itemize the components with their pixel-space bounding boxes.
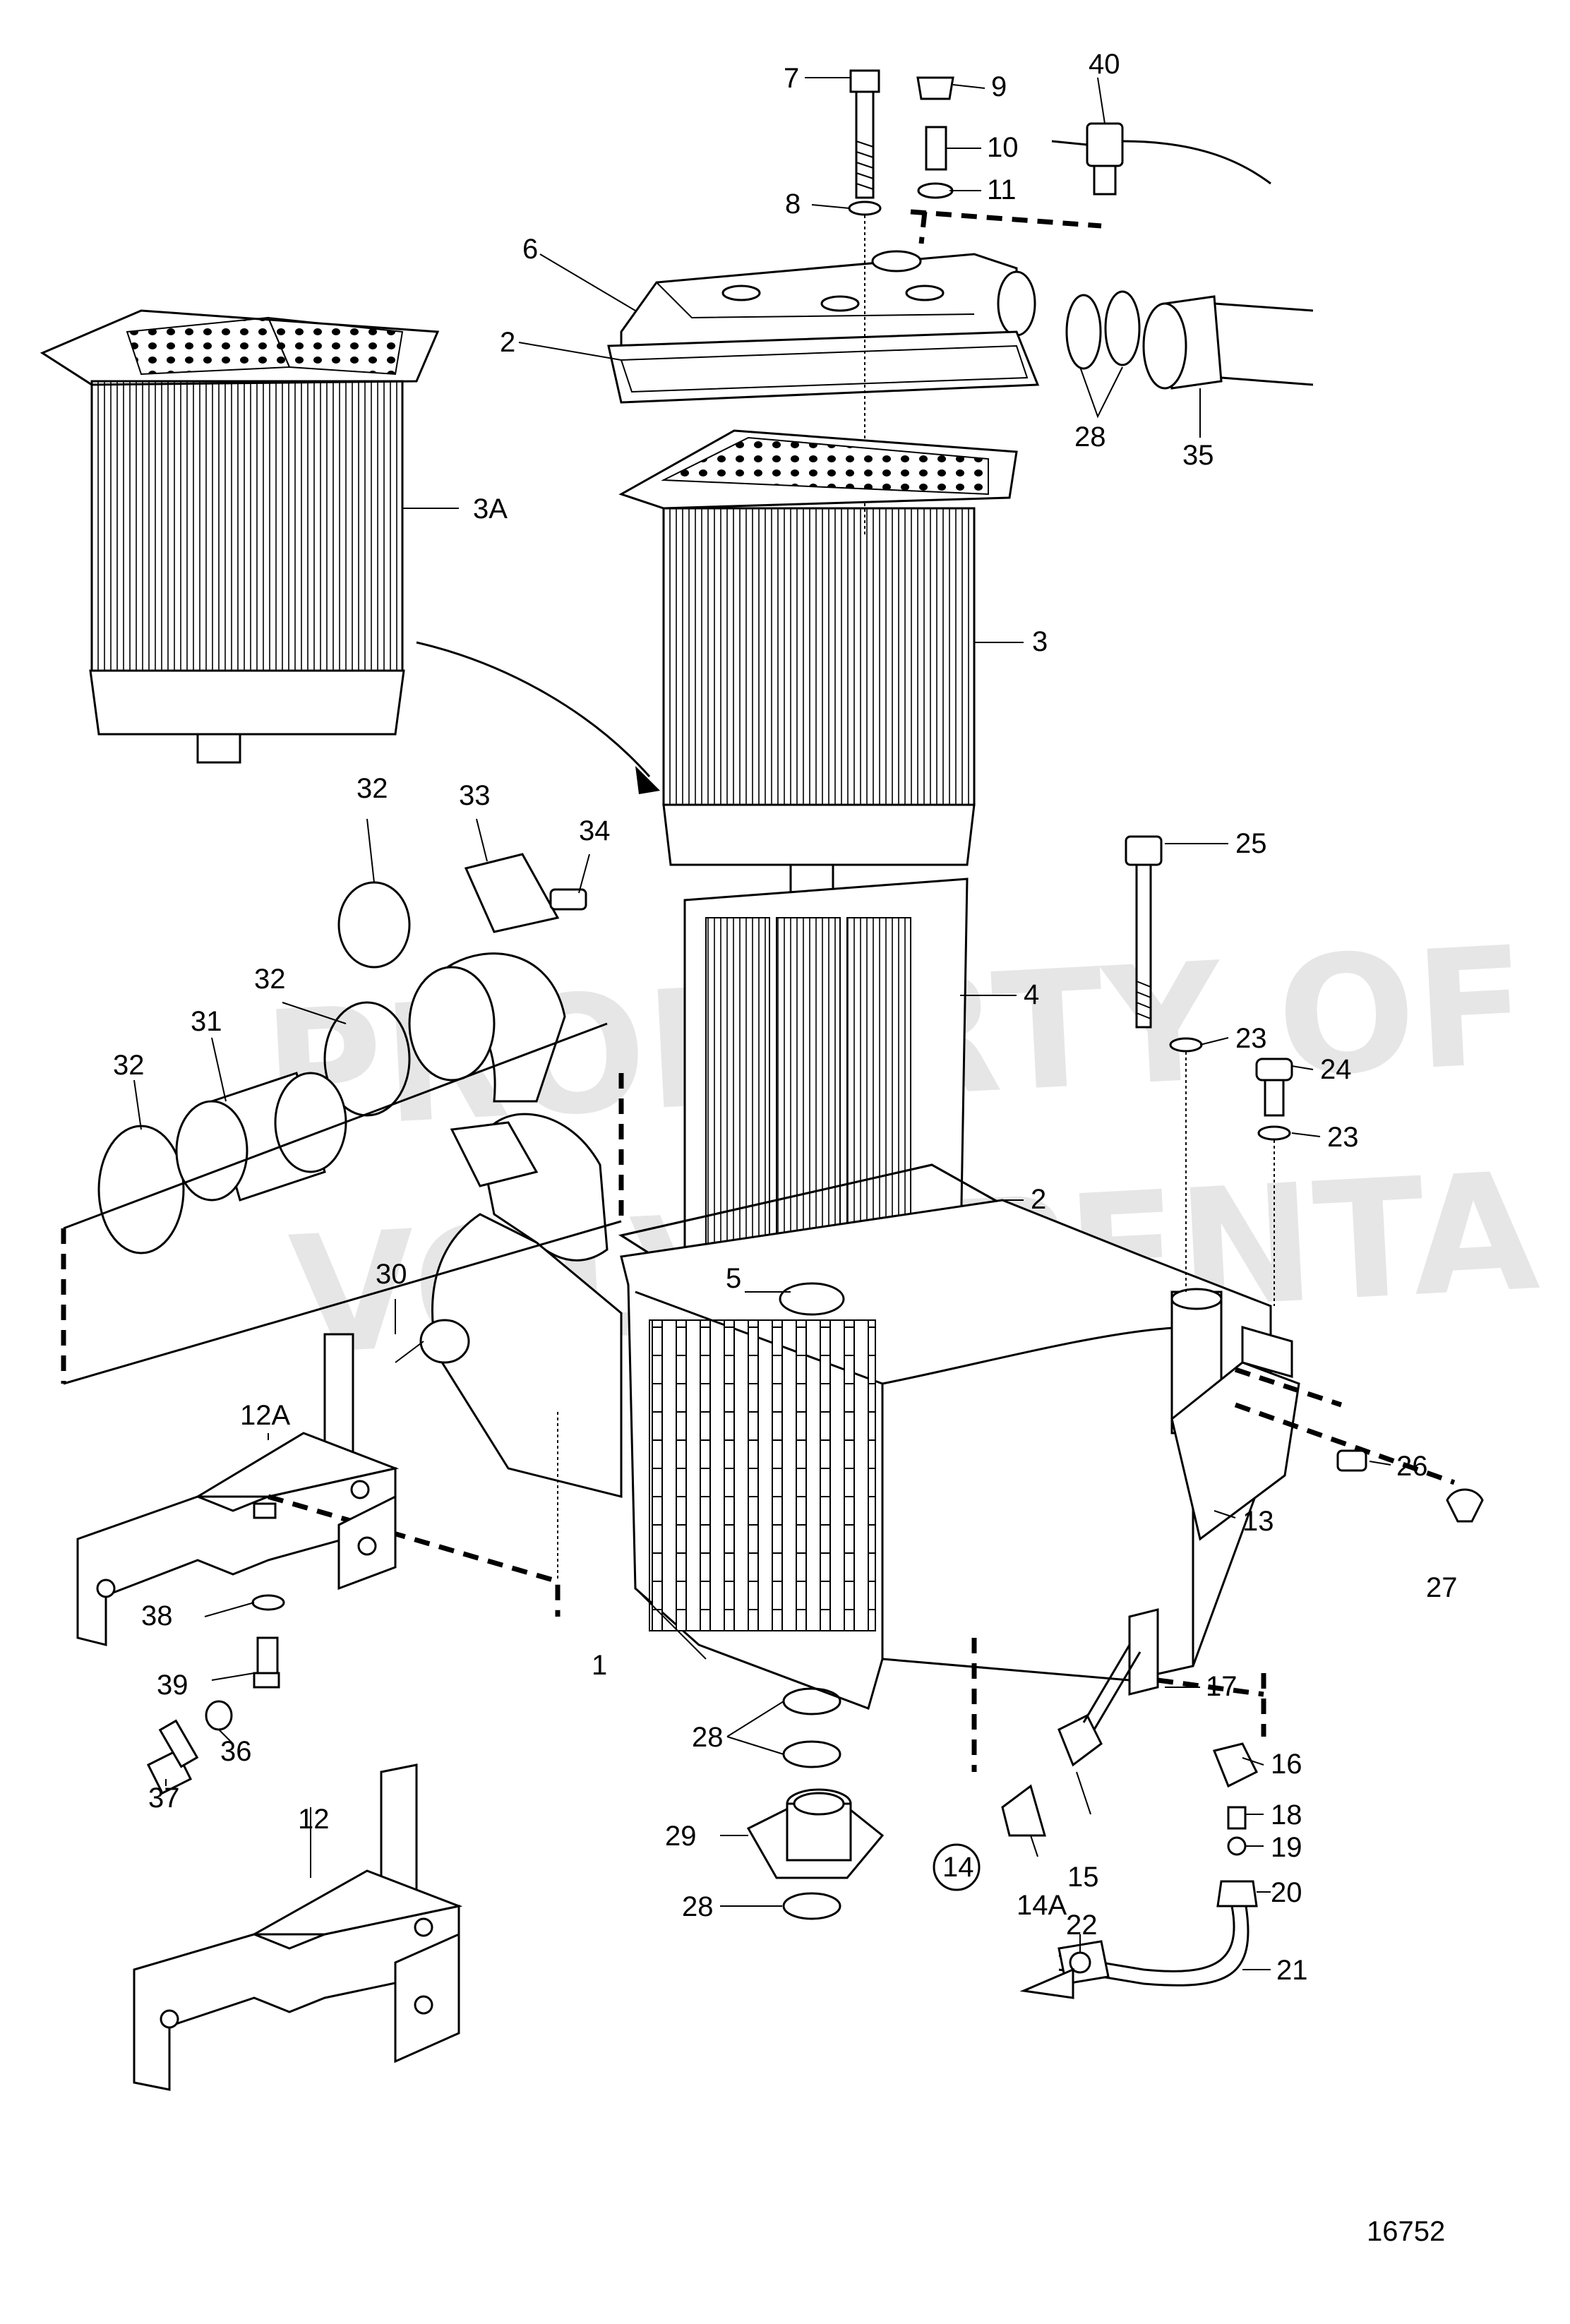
label-1: 1 <box>592 1650 607 1681</box>
bracket-12a <box>76 1333 561 1795</box>
heat-exchanger-core-3 <box>618 429 1018 894</box>
label-6: 6 <box>522 234 538 265</box>
label-3a: 3A <box>473 493 508 525</box>
label-18: 18 <box>1271 1799 1302 1831</box>
drawing-number: 16752 <box>1367 2216 1445 2247</box>
label-40: 40 <box>1089 49 1120 80</box>
label-5: 5 <box>726 1263 741 1294</box>
label-24: 24 <box>1320 1054 1352 1085</box>
part-labels: 7 8 9 10 11 40 6 2 28 35 3A 3 32 33 34 2… <box>113 49 1458 2247</box>
label-4: 4 <box>1024 979 1039 1010</box>
label-32-top: 32 <box>356 773 388 804</box>
heat-exchanger-core-3a <box>40 309 440 764</box>
label-33: 33 <box>459 780 491 811</box>
label-9: 9 <box>991 71 1007 102</box>
label-22: 22 <box>1066 1910 1098 1941</box>
label-28-top: 28 <box>1074 421 1106 453</box>
label-3: 3 <box>1032 626 1048 657</box>
label-29: 29 <box>665 1821 697 1852</box>
label-25: 25 <box>1235 828 1267 859</box>
bracket-12 <box>133 1763 463 2091</box>
drain-fittings <box>971 1638 1266 1999</box>
label-7: 7 <box>784 63 799 94</box>
label-11: 11 <box>987 174 1017 205</box>
label-28-mid: 28 <box>692 1722 724 1753</box>
label-26: 26 <box>1396 1451 1428 1482</box>
label-16: 16 <box>1271 1749 1302 1780</box>
housing-1 <box>419 1113 1300 1710</box>
label-35: 35 <box>1182 440 1214 471</box>
label-23-lower: 23 <box>1327 1122 1359 1153</box>
label-19: 19 <box>1271 1832 1302 1863</box>
label-12a: 12A <box>240 1400 290 1431</box>
label-20: 20 <box>1271 1877 1302 1908</box>
cover-assembly <box>607 69 1314 537</box>
arrow-head-icon <box>635 766 660 794</box>
intake-connector <box>61 853 624 1385</box>
label-17: 17 <box>1206 1671 1238 1702</box>
label-32-mid: 32 <box>254 964 286 995</box>
label-38: 38 <box>141 1600 173 1631</box>
leader-lines <box>133 77 1391 1970</box>
label-2-mid: 2 <box>1031 1184 1046 1215</box>
label-15: 15 <box>1067 1862 1099 1893</box>
baffle-plate-4 <box>618 878 1024 1307</box>
label-31: 31 <box>191 1006 222 1037</box>
label-36: 36 <box>220 1736 252 1767</box>
bolts-right <box>1125 835 1484 1523</box>
label-8: 8 <box>785 188 801 220</box>
replacement-arrow <box>416 641 651 777</box>
label-12: 12 <box>298 1804 330 1835</box>
label-27: 27 <box>1426 1572 1458 1603</box>
label-39: 39 <box>157 1670 188 1701</box>
label-10: 10 <box>987 132 1019 163</box>
callout-circle-14 <box>933 1843 981 1891</box>
label-28-bottom: 28 <box>682 1891 714 1922</box>
label-21: 21 <box>1276 1955 1308 1986</box>
label-23-upper: 23 <box>1235 1023 1267 1054</box>
label-30: 30 <box>376 1259 407 1290</box>
label-13: 13 <box>1242 1506 1274 1537</box>
label-2-top: 2 <box>500 327 515 358</box>
label-32-left: 32 <box>113 1050 145 1081</box>
label-34: 34 <box>579 815 611 846</box>
label-14: 14 <box>942 1852 974 1883</box>
label-37: 37 <box>148 1783 180 1814</box>
outlet-flange-29 <box>746 1687 885 1920</box>
label-14a: 14A <box>1017 1890 1067 1921</box>
